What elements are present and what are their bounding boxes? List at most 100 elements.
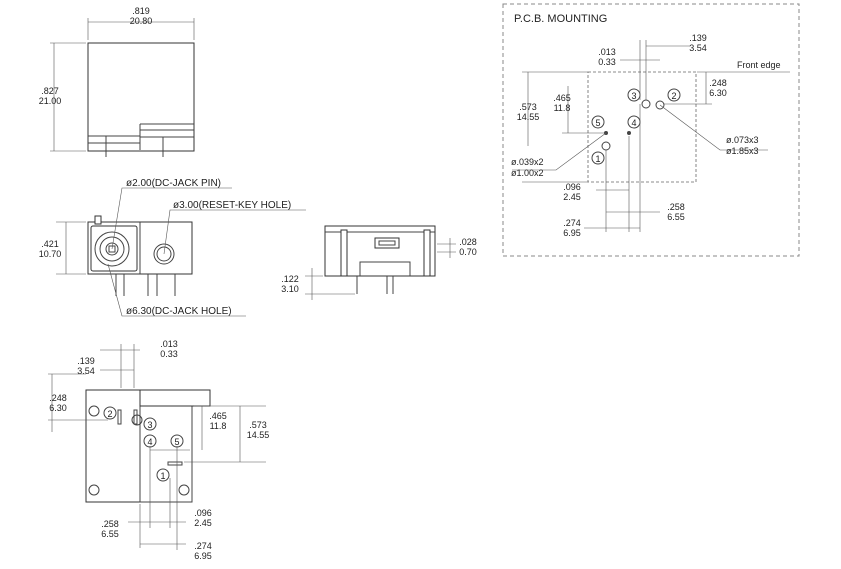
top-view-outline	[87, 42, 195, 152]
front-view-jack-frame	[90, 225, 138, 272]
pin-label-1: 1	[160, 471, 165, 481]
dim-side-pin-in: .122	[281, 274, 299, 284]
dim-side-pin-mm: 3.10	[281, 284, 299, 294]
dim-bottom-274-in: .274	[194, 541, 212, 551]
top-view: .819 20.80 .827 21.00	[39, 6, 195, 157]
dim-width-mm: 20.80	[130, 16, 153, 26]
bottom-view: 2 3 4 5 1 .013 0.33 .139 3.54 .248 6.30 …	[48, 339, 269, 561]
pin-slot	[167, 461, 183, 466]
pcb-front-edge-label: Front edge	[737, 60, 781, 70]
pcb-dim-465-mm: 11.8	[554, 103, 571, 113]
pin-label-5: 5	[174, 437, 179, 447]
pcb-hole-039: ø.039x2	[511, 157, 544, 167]
pcb-dim-248-in: .248	[709, 78, 727, 88]
leader-dc-hole	[107, 263, 246, 317]
dim-bottom-465-mm: 11.8	[210, 421, 227, 431]
leader-reset-hole	[163, 209, 306, 255]
bottom-view-protrusion	[139, 389, 211, 407]
dc-jack-pin-core	[108, 245, 116, 253]
bottom-corner-hole	[178, 484, 190, 496]
pcb-hole-3	[641, 99, 651, 109]
pin-slot	[133, 409, 138, 425]
pin-label-4: 4	[147, 437, 152, 447]
bottom-corner-hole	[88, 484, 100, 496]
side-view-base	[359, 261, 411, 276]
dim-bottom-013-mm: 0.33	[160, 349, 178, 359]
pcb-dim-248-mm: 6.30	[709, 88, 727, 98]
pcb-dim-013-in: .013	[598, 47, 616, 57]
pcb-dim-139-in: .139	[689, 33, 707, 43]
pcb-hole-100: ø1.00x2	[511, 168, 544, 178]
front-view-tab	[94, 215, 102, 225]
pcb-dim-013-mm: 0.33	[598, 57, 616, 67]
pcb-leader-small-holes	[512, 132, 607, 171]
reset-key-hole	[153, 243, 175, 265]
dim-bottom-096-in: .096	[194, 508, 212, 518]
pcb-hole-1	[601, 141, 611, 151]
side-view-rib-right	[423, 229, 431, 277]
pcb-dim-096-mm: 2.45	[563, 192, 581, 202]
dim-bottom-248-mm: 6.30	[49, 403, 67, 413]
pcb-pin-5: 5	[595, 118, 600, 128]
label-reset-key-hole: ø3.00(RESET-KEY HOLE)	[173, 200, 291, 211]
pin-marker-1	[156, 468, 170, 482]
pcb-marker-5	[591, 115, 605, 129]
dim-bottom-139-mm: 3.54	[77, 366, 95, 376]
pcb-footprint-outline	[587, 71, 697, 183]
dim-front-height-mm: 10.70	[39, 249, 62, 259]
front-view: ø2.00(DC-JACK PIN) ø3.00(RESET-KEY HOLE)…	[39, 178, 306, 317]
pcb-hole-4	[627, 131, 631, 135]
pcb-leader-large-holes	[659, 104, 768, 151]
pcb-pin-3: 3	[631, 91, 636, 101]
dim-width-in: .819	[132, 6, 150, 16]
pcb-hole-073: ø.073x3	[726, 135, 759, 145]
pcb-dim-139-mm: 3.54	[689, 43, 707, 53]
pcb-hole-185: ø1.85x3	[726, 146, 759, 156]
leader-dc-pin	[111, 187, 232, 250]
dim-bottom-573-in: .573	[249, 420, 267, 430]
pcb-dim-096-in: .096	[563, 182, 581, 192]
side-view: .028 0.70 .122 3.10	[281, 225, 477, 300]
dim-side-top-mm: 0.70	[459, 247, 477, 257]
dim-bottom-096-mm: 2.45	[194, 518, 212, 528]
pcb-dim-258-mm: 6.55	[667, 212, 685, 222]
pin-marker-3	[143, 417, 157, 431]
dc-jack-hole	[94, 231, 130, 267]
pin-label-3: 3	[147, 420, 152, 430]
reset-key-ring	[156, 246, 172, 262]
dim-bottom-013-in: .013	[160, 339, 178, 349]
dim-height-mm: 21.00	[39, 96, 62, 106]
pcb-title: P.C.B. MOUNTING	[514, 13, 607, 25]
dim-height-in: .827	[41, 86, 59, 96]
dc-jack-pin	[105, 242, 119, 256]
dim-front-height-in: .421	[41, 239, 59, 249]
dim-bottom-573-mm: 14.55	[247, 430, 270, 440]
side-view-rib-left	[340, 229, 348, 277]
pcb-marker-1	[591, 151, 605, 165]
pcb-dim-258-in: .258	[667, 202, 685, 212]
pin-slot	[117, 409, 122, 425]
pcb-marker-2	[667, 88, 681, 102]
dim-bottom-465-in: .465	[209, 411, 227, 421]
dim-bottom-274-mm: 6.95	[194, 551, 212, 561]
label-dc-jack-hole: ø6.30(DC-JACK HOLE)	[126, 306, 232, 317]
pcb-dim-573-in: .573	[519, 102, 537, 112]
pcb-pin-1: 1	[595, 154, 600, 164]
dim-side-top-in: .028	[459, 237, 477, 247]
pcb-hole-2	[655, 100, 665, 110]
side-view-window-inner	[378, 240, 396, 246]
dim-bottom-248-in: .248	[49, 393, 67, 403]
dim-bottom-258-mm: 6.55	[101, 529, 119, 539]
pcb-pin-4: 4	[631, 118, 636, 128]
pcb-dim-274-mm: 6.95	[563, 228, 581, 238]
pin-label-2: 2	[107, 409, 112, 419]
pcb-dim-465-in: .465	[553, 93, 571, 103]
dc-jack-ring	[99, 236, 125, 262]
dim-bottom-139-in: .139	[77, 356, 95, 366]
dim-bottom-258-in: .258	[101, 519, 119, 529]
pcb-pin-2: 2	[671, 91, 676, 101]
pcb-mounting-panel: P.C.B. MOUNTING Front edge 3 2 5 4 1 .01…	[502, 3, 800, 257]
pcb-dim-573-mm: 14.55	[517, 112, 540, 122]
side-view-window	[374, 237, 400, 249]
